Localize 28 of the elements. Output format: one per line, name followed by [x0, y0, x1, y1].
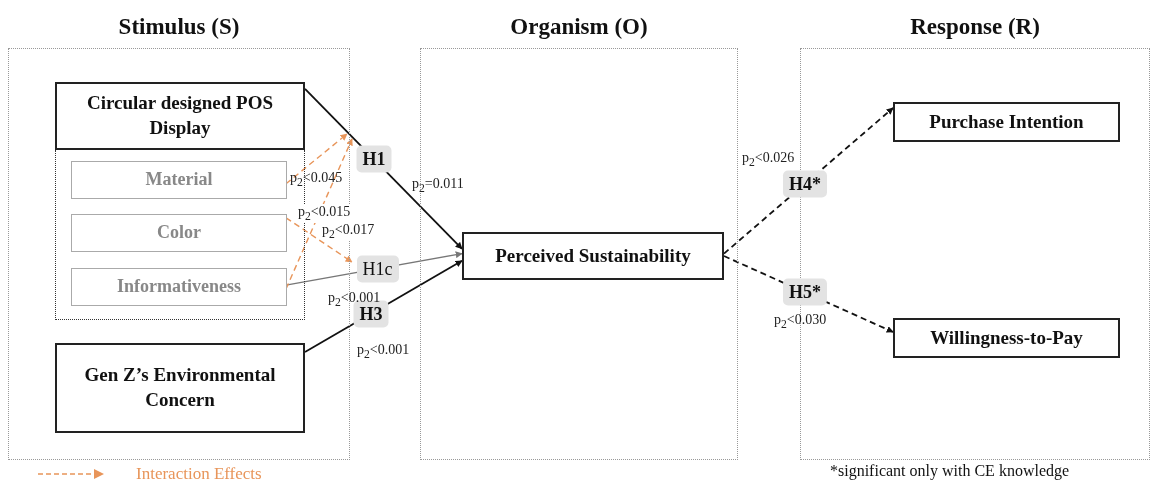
p-value-label: p$_{2}$<0.030 — [774, 312, 827, 331]
dashed-arrow — [285, 133, 348, 185]
p-value-label: p$_{2}$<0.026 — [742, 150, 795, 169]
hypothesis-badge: H5* — [783, 278, 828, 306]
p-value-label: p$_{2}$<0.045 — [290, 170, 343, 189]
panel-heading: Response (R) — [909, 14, 1041, 40]
legend-text: Interaction Effects — [136, 464, 262, 484]
dashed-arrow — [723, 107, 894, 255]
p-value-label: p$_{2}$=0.011 — [412, 176, 464, 195]
panel-heading: Organism (O) — [509, 14, 649, 40]
hypothesis-badge: H1 — [356, 145, 392, 173]
construct-box: Circular designed POS Display — [55, 82, 305, 150]
dashed-arrow — [285, 217, 353, 263]
p-value-label: p$_{2}$<0.017 — [322, 222, 375, 241]
construct-box: Gen Z’s Environmental Concern — [55, 343, 305, 433]
construct-box: Purchase Intention — [893, 102, 1120, 142]
footnote: *significant only with CE knowledge — [830, 462, 1070, 480]
dotted-group-box — [55, 150, 305, 320]
factor-box: Color — [71, 214, 287, 252]
p-value-label: p$_{2}$<0.001 — [357, 342, 410, 361]
construct-box: Perceived Sustainability — [462, 232, 724, 280]
panel-heading: Stimulus (S) — [117, 14, 241, 40]
p-value-label: p$_{2}$<0.015 — [298, 204, 351, 223]
construct-box: Willingness-to-Pay — [893, 318, 1120, 358]
hypothesis-badge: H1c — [356, 255, 399, 283]
factor-box: Informativeness — [71, 268, 287, 306]
hypothesis-badge: H4* — [783, 170, 828, 198]
factor-box: Material — [71, 161, 287, 199]
